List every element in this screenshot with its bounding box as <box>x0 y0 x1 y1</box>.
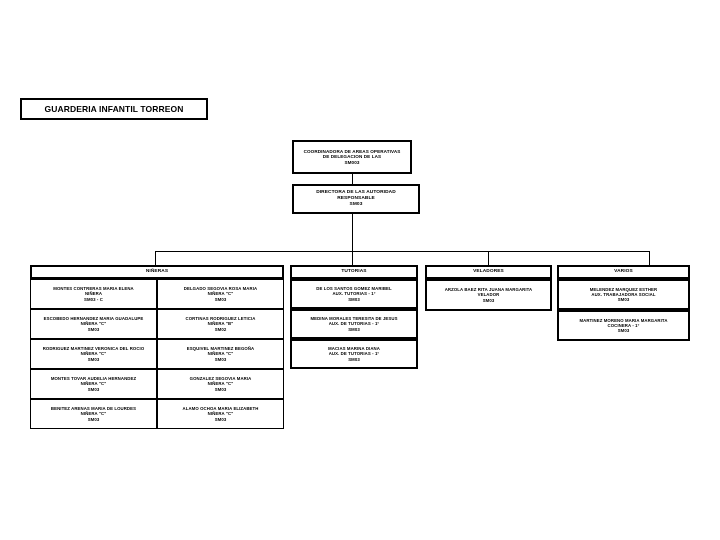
staff-name: MARTINEZ MORENO MARIA MARGARITA <box>579 317 668 323</box>
staff-role: AUX. DE TUTORIAS - 1° <box>328 321 380 327</box>
staff-role: NIÑERA "C" <box>80 321 107 327</box>
staff-name: MONTES CONTRERAS MARIA ELENA <box>53 286 134 292</box>
staff-name: ESQUIVEL MARTINEZ BEGOÑA <box>186 346 255 352</box>
staff-box[interactable]: CORTINAS RODRIGUEZ LETICIA NIÑERA "B" SM… <box>157 309 284 339</box>
staff-role: AUX. TUTORIAS - 1° <box>332 291 376 297</box>
column-header-tutorias-label: TUTORIAS <box>341 269 367 275</box>
staff-box[interactable]: MELENDEZ MARQUEZ ESTHER AUX. TRABAJADORA… <box>557 279 690 310</box>
staff-box[interactable]: ARZOLA BAEZ RITA JUANA MARGARITA VELADOR… <box>425 279 552 311</box>
staff-role: NIÑERA "C" <box>207 291 234 297</box>
org-node-root-line-3: SM003 <box>344 159 360 165</box>
staff-box[interactable]: MARTINEZ MORENO MARIA MARGARITA COCINERA… <box>557 310 690 341</box>
staff-box[interactable]: DELGADO SEGOVIA ROSA MARIA NIÑERA "C" SM… <box>157 279 284 309</box>
staff-box[interactable]: DE LOS SANTOS GOMEZ MARIBEL AUX. TUTORIA… <box>290 279 418 309</box>
page-title-text: GUARDERIA INFANTIL TORREON <box>44 103 184 114</box>
staff-role: NIÑERA "C" <box>207 381 234 387</box>
staff-box[interactable]: MACIAS MARINA DIANA AUX. DE TUTORIAS - 1… <box>290 339 418 369</box>
staff-role: VELADOR <box>477 292 500 298</box>
staff-box[interactable]: RODRIGUEZ MARTINEZ VERONICA DEL ROCIO NI… <box>30 339 157 369</box>
column-header-veladores-label: VELADORES <box>473 269 504 275</box>
connector-root-to-level2 <box>352 174 353 184</box>
staff-code: SM03 <box>482 297 495 303</box>
page-title: GUARDERIA INFANTIL TORREON <box>20 98 208 120</box>
staff-name: DE LOS SANTOS GOMEZ MARIBEL <box>316 286 392 292</box>
org-node-root-line-2: DE DELEGACION DE LAS <box>322 154 382 160</box>
org-node-root-line-1: COORDINADORA DE AREAS OPERATIVAS <box>303 148 401 154</box>
staff-box[interactable]: ESQUIVEL MARTINEZ BEGOÑA NIÑERA "C" SM03 <box>157 339 284 369</box>
staff-box[interactable]: BENITEZ ARENAS MARIA DE LOURDES NIÑERA "… <box>30 399 157 429</box>
staff-code: SM03 <box>87 326 100 332</box>
column-header-varios[interactable]: VARIOS <box>557 265 690 279</box>
staff-box[interactable]: GONZALEZ SEGOVIA MARIA NIÑERA "C" SM03 <box>157 369 284 399</box>
staff-name: DELGADO SEGOVIA ROSA MARIA <box>183 286 258 292</box>
staff-box[interactable]: ALAMO OCHOA MARIA ELIZABETH NIÑERA "C" S… <box>157 399 284 429</box>
staff-name: CORTINAS RODRIGUEZ LETICIA <box>185 316 256 322</box>
staff-code: SM03 <box>87 386 100 392</box>
staff-name: MELENDEZ MARQUEZ ESTHER <box>589 286 658 292</box>
staff-code: SM03 <box>214 416 227 422</box>
org-node-level2-line-2: RESPONSABLE <box>337 196 375 202</box>
staff-name: ALAMO OCHOA MARIA ELIZABETH <box>182 406 259 412</box>
staff-code: SM02 <box>214 326 227 332</box>
staff-role: NIÑERA "C" <box>207 351 234 357</box>
connector-drop-col-1 <box>155 251 156 265</box>
staff-box[interactable]: ESCOBEDO HERNANDEZ MARIA GUADALUPE NIÑER… <box>30 309 157 339</box>
staff-name: MONTES TOVAR AUDELIA HERNANDEZ <box>50 376 137 382</box>
staff-code: SM03 <box>348 356 360 362</box>
staff-code: SM03 <box>87 356 100 362</box>
staff-role: AUX. DE TUTORIAS - 1° <box>328 351 380 357</box>
staff-role: NIÑERA "C" <box>80 411 107 417</box>
column-header-varios-label: VARIOS <box>614 269 633 275</box>
staff-role: NIÑERA "B" <box>207 321 234 327</box>
column-header-nineras[interactable]: NIÑERAS <box>30 265 284 279</box>
staff-box[interactable]: MONTES CONTRERAS MARIA ELENA NIÑERA SM03… <box>30 279 157 309</box>
staff-code: SM03 <box>214 356 227 362</box>
connector-drop-col-5 <box>649 251 650 265</box>
staff-name: ARZOLA BAEZ RITA JUANA MARGARITA <box>444 287 533 293</box>
column-header-veladores[interactable]: VELADORES <box>425 265 552 279</box>
staff-name: BENITEZ ARENAS MARIA DE LOURDES <box>50 406 137 412</box>
staff-code: SM03 <box>348 296 360 302</box>
staff-role: AUX. TRABAJADORA SOCIAL <box>591 291 656 297</box>
staff-role: NIÑERA "C" <box>80 351 107 357</box>
column-header-tutorias[interactable]: TUTORIAS <box>290 265 418 279</box>
org-node-level2-line-3: SM03 <box>349 201 363 207</box>
staff-code: SM03 <box>617 297 630 303</box>
staff-code: SM03 <box>214 296 227 302</box>
staff-name: RODRIGUEZ MARTINEZ VERONICA DEL ROCIO <box>42 346 145 352</box>
staff-name: MACIAS MARINA DIANA <box>328 346 380 352</box>
staff-code: SM03 <box>214 386 227 392</box>
org-node-root[interactable]: COORDINADORA DE AREAS OPERATIVAS DE DELE… <box>292 140 412 174</box>
staff-code: SM03 - C <box>84 296 103 302</box>
staff-code: SM03 <box>617 328 630 334</box>
connector-bus <box>155 251 649 252</box>
connector-drop-col-3 <box>352 214 353 265</box>
staff-code: SM03 <box>348 326 360 332</box>
org-node-level2[interactable]: DIRECTORA DE LAS AUTORIDAD RESPONSABLE S… <box>292 184 420 214</box>
staff-name: MEDINA MORALES TERESITA DE JESUS <box>310 316 398 322</box>
connector-drop-col-4 <box>488 251 489 265</box>
staff-role: NIÑERA "C" <box>80 381 107 387</box>
org-node-level2-line-1: DIRECTORA DE LAS AUTORIDAD <box>316 190 396 196</box>
column-header-nineras-label: NIÑERAS <box>145 269 169 275</box>
staff-code: SM03 <box>87 416 100 422</box>
staff-name: ESCOBEDO HERNANDEZ MARIA GUADALUPE <box>43 316 144 322</box>
staff-box[interactable]: MONTES TOVAR AUDELIA HERNANDEZ NIÑERA "C… <box>30 369 157 399</box>
staff-name: GONZALEZ SEGOVIA MARIA <box>189 376 252 382</box>
staff-role: COCINERA - 1° <box>607 322 640 328</box>
staff-role: NIÑERA "C" <box>207 411 234 417</box>
staff-role: NIÑERA <box>84 291 103 297</box>
staff-box[interactable]: MEDINA MORALES TERESITA DE JESUS AUX. DE… <box>290 309 418 339</box>
